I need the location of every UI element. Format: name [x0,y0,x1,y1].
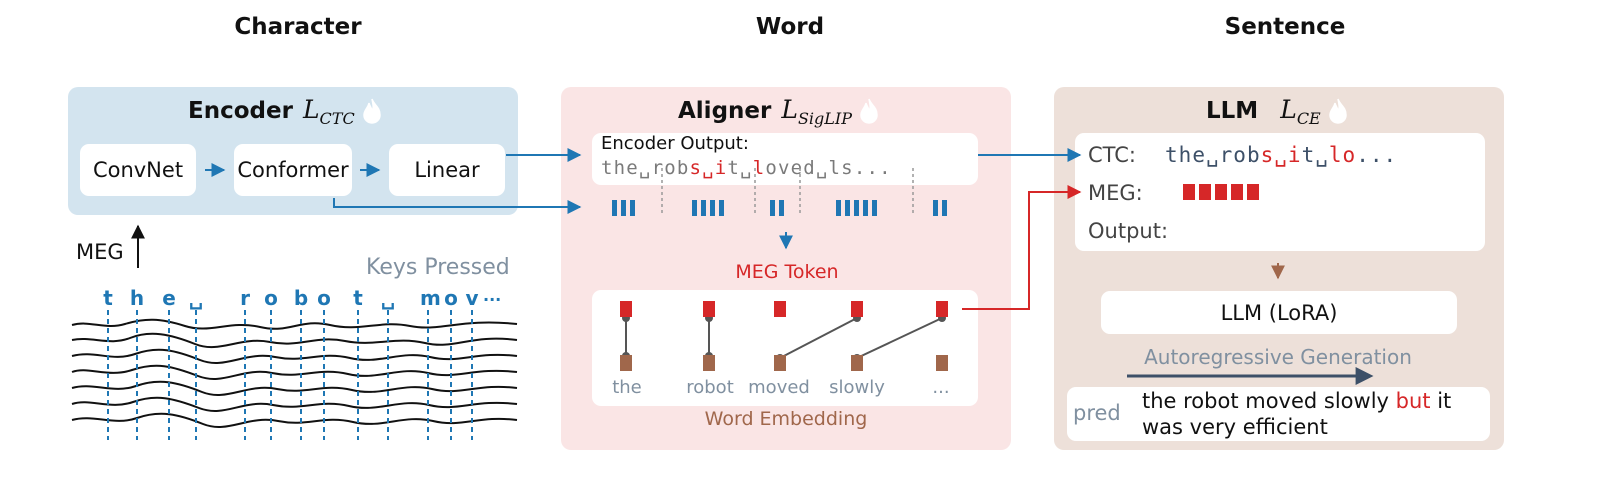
key-letter: e [162,286,176,310]
meg-input-label: MEG [76,240,124,264]
column-header-character: Character [234,14,362,40]
key-letter: ␣ [380,286,396,310]
key-letter: t [353,286,363,310]
convnet-module: ConvNet [80,144,196,196]
meg-label: MEG: [1088,181,1143,205]
flame-icon [362,98,381,124]
meg-token-label: MEG Token [735,261,839,283]
column-header-sentence: Sentence [1224,14,1346,40]
aligner-loss: LSigLIP [781,94,852,128]
key-letter: o [317,286,331,310]
pred-label: pred [1073,401,1121,425]
flame-icon [860,98,878,124]
word-label: ... [932,377,950,398]
pred-highlight-word: but [1395,389,1431,413]
linear-module: Linear [389,144,505,196]
conformer-module: Conformer [234,144,352,196]
key-letter: o [444,286,458,310]
key-letter: m [420,286,441,310]
aligner-title: Aligner LSigLIP [678,93,880,129]
llm-lora-box: LLM (LoRA) [1101,291,1457,334]
key-letter: ␣ [188,286,204,310]
key-letter: h [129,286,145,310]
word-embedding-label: Word Embedding [704,408,868,430]
prediction-box [1067,387,1490,441]
key-letter: o [264,286,278,310]
ctc-label: CTC: [1088,143,1136,167]
encoder-loss: LCTC [302,94,355,128]
encoder-output-label: Encoder Output: [601,133,749,154]
llm-title: LLM LCE [1206,93,1349,129]
ctc-text: the␣robs␣it␣lo... [1165,143,1398,167]
meg-signal-waves [71,318,518,428]
autoregressive-label: Autoregressive Generation [1144,345,1412,369]
key-letter: t [103,286,113,310]
key-letter: r [240,286,250,310]
llm-loss: LCE [1280,94,1321,128]
key-press-markers [107,310,473,440]
prediction-text: the robot moved slowly but it was very e… [1142,389,1452,439]
key-letter: v [465,286,479,310]
llm-input-box [1075,133,1485,251]
key-letter: ... [483,286,502,305]
encoder-title: Encoder LCTC [188,93,383,129]
output-label: Output: [1088,219,1169,243]
key-letter: b [293,286,309,310]
word-label: moved [748,377,810,398]
word-label: robot [686,377,734,398]
column-header-word: Word [755,14,825,40]
word-label: the [612,377,642,398]
flame-icon [1328,98,1347,124]
encoder-output-text: the␣robs␣it␣loved␣ls... [601,157,892,179]
word-label: slowly [829,377,885,398]
keys-pressed-label: Keys Pressed [366,255,510,280]
